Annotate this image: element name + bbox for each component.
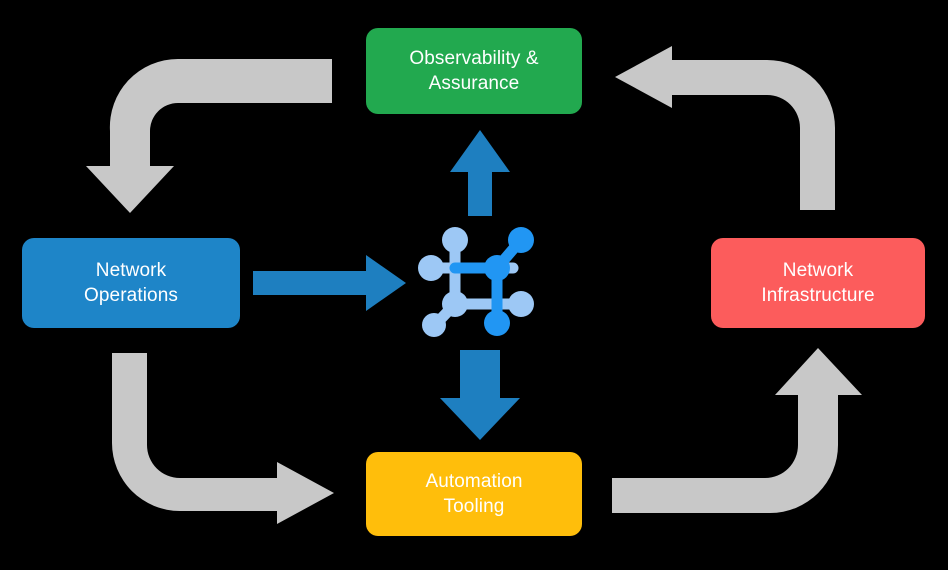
node-automation-label: Automation Tooling [425,470,523,517]
arrow-observability-to-operations [86,58,332,214]
arrow-operations-to-center [253,255,406,311]
arrow-center-to-automation [440,350,520,440]
node-network-infrastructure[interactable]: Network Infrastructure [711,238,925,328]
arrow-center-to-observability [450,130,510,216]
node-observability-label: Observability & Assurance [409,47,539,94]
node-operations-label: Network Operations [84,259,178,306]
network-topology-icon [418,227,534,337]
node-observability-assurance[interactable]: Observability & Assurance [366,28,582,114]
arrow-operations-to-automation [112,353,334,524]
node-network-operations[interactable]: Network Operations [22,238,240,328]
arrow-infrastructure-to-observability [615,46,835,210]
arrow-automation-to-infrastructure [612,348,862,513]
node-automation-tooling[interactable]: Automation Tooling [366,452,582,536]
node-infrastructure-label: Network Infrastructure [761,259,875,306]
